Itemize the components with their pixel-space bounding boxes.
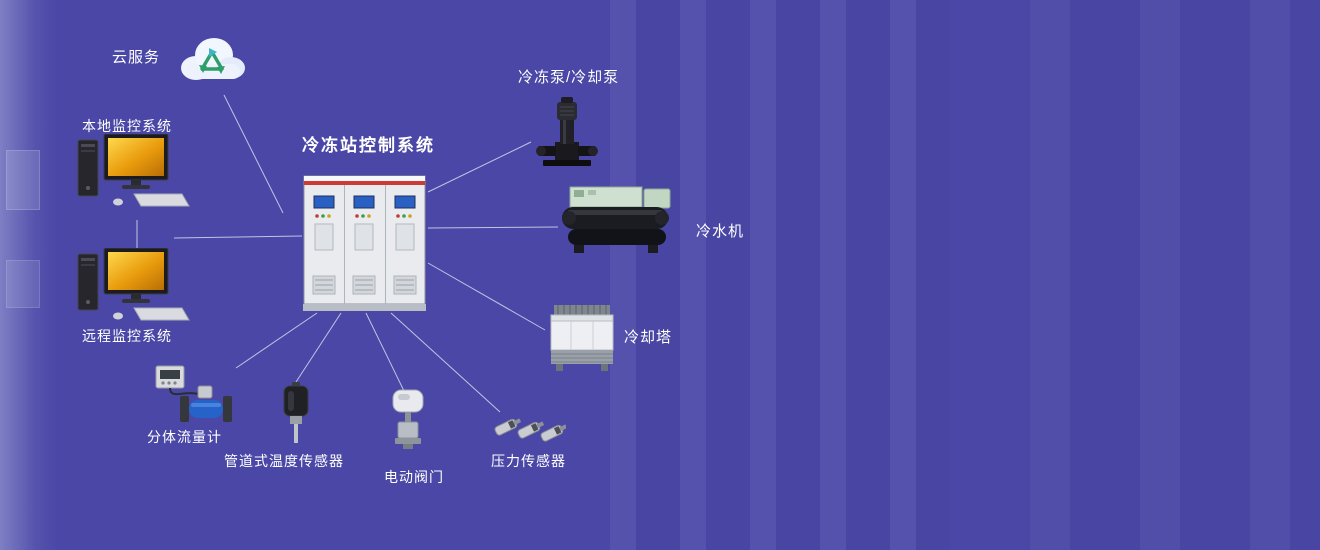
label-pump: 冷冻泵/冷却泵 [518, 69, 620, 86]
background-photo-columns [610, 0, 950, 550]
background-photo-right [1030, 0, 1320, 550]
connector-control-tower [427, 262, 546, 331]
connector-control-valve [365, 312, 405, 392]
background-wall-frame [6, 150, 40, 210]
label-pressure-sensor: 压力传感器 [491, 453, 566, 469]
pump-icon [533, 96, 601, 168]
remote-monitor-computer-icon [76, 248, 191, 326]
label-local-monitor: 本地监控系统 [82, 118, 172, 134]
label-electric-valve: 电动阀门 [384, 469, 444, 485]
local-monitor-computer-icon [76, 134, 191, 212]
connector-control-tempsensor [295, 312, 342, 383]
label-chiller: 冷水机 [696, 223, 745, 240]
connector-control-pump [427, 141, 532, 193]
pressure-sensor-icon [492, 406, 566, 444]
electric-valve-icon [386, 388, 430, 450]
control-cabinet-icon [303, 168, 428, 313]
label-pipe-temp-sensor: 管道式温度传感器 [224, 453, 344, 469]
pipe-temp-sensor-icon [276, 382, 316, 444]
label-cooling-tower: 冷却塔 [624, 329, 673, 346]
background-wall-frame [6, 260, 40, 308]
background-photo-left [0, 0, 58, 550]
connector-monitor-control [173, 235, 303, 239]
connector-control-chiller [427, 226, 559, 229]
label-control-system: 冷冻站控制系统 [302, 136, 435, 155]
label-cloud: 云服务 [112, 49, 161, 66]
flow-meter-icon [150, 364, 242, 426]
label-flow-meter: 分体流量计 [147, 429, 222, 445]
cloud-icon [176, 30, 248, 88]
label-remote-monitor: 远程监控系统 [82, 328, 172, 344]
connector-cloud-control [223, 94, 284, 214]
connector-control-flowmeter [235, 312, 318, 369]
chiller-icon [560, 184, 675, 256]
cooling-tower-icon [546, 304, 618, 372]
